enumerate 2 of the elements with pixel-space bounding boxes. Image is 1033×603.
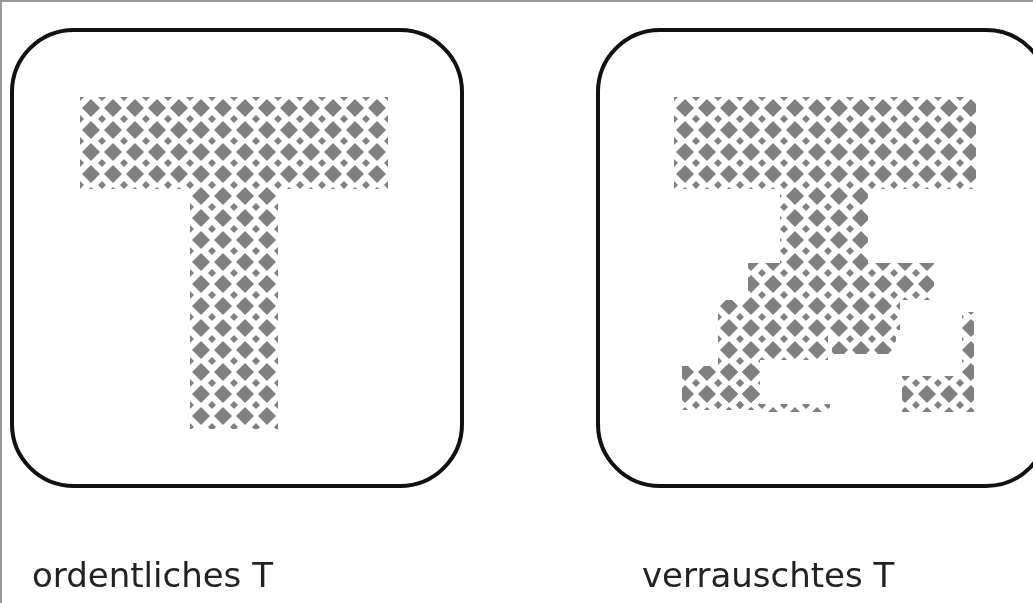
caption: ordentliches T (32, 555, 273, 595)
caption: verrauschtes T (642, 555, 895, 595)
